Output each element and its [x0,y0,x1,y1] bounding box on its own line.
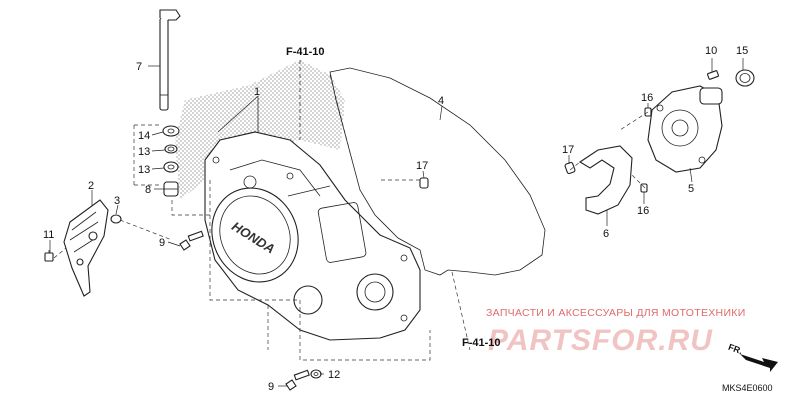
callout-15: 15 [736,45,748,57]
callout-6: 6 [603,228,609,240]
callout-7: 7 [136,61,142,73]
part-14-washer [162,125,180,137]
part-7-shaft [159,9,181,111]
callout-9-b: 9 [268,381,274,393]
callout-16-b: 16 [637,205,649,217]
callout-4: 4 [438,95,444,107]
callout-17-b: 17 [562,144,574,156]
part-9-bolt-b [285,369,310,391]
callout-14: 14 [138,130,150,142]
callouts: 7 1 2 3 11 14 13 13 8 9 4 17 17 6 5 10 1… [43,45,748,393]
ref-label-top: F-41-10 [286,46,325,58]
part-5-water-pump [647,85,723,173]
callout-11: 11 [43,229,54,241]
part-17-dowel-b [564,161,576,175]
part-15-oring [735,69,755,87]
callout-8: 8 [145,184,151,196]
watermark: ЗАПЧАСТИ И АКСЕССУАРЫ ДЛЯ МОТОТЕХНИКИ PA… [486,307,746,357]
callout-3: 3 [114,195,120,207]
part-13-oring-a [164,144,178,154]
callout-9-a: 9 [159,237,165,249]
callout-12: 12 [328,369,340,381]
callout-1: 1 [254,86,260,98]
part-11-bolt [44,250,54,262]
front-marker: FR. [727,342,778,372]
part-17-dowel-a [419,177,429,189]
watermark-text: ЗАПЧАСТИ И АКСЕССУАРЫ ДЛЯ МОТОТЕХНИКИ [486,307,746,319]
assembly-lines [53,60,649,361]
part-1-cover: HONDA [204,131,421,341]
callout-10: 10 [705,45,717,57]
callout-2: 2 [88,180,94,192]
diagram-code: MKS4E0600 [722,383,773,393]
part-2-guard [63,199,109,297]
part-12-washer [310,369,322,379]
shaded-area [175,60,345,200]
callout-13-b: 13 [138,164,150,176]
part-6-pump-gasket [578,145,633,215]
part-9-bolt-a [179,230,204,251]
part-10-bolt [707,70,719,80]
leader-lines [49,58,744,387]
watermark-logo: PARTSFOR.RU [488,324,713,357]
part-16-pin-b [640,183,648,193]
callout-13-a: 13 [138,146,150,158]
callout-17-a: 17 [416,160,428,172]
part-13-oring-b [163,161,179,173]
callout-5: 5 [688,183,694,195]
part-8-plug [163,181,179,197]
part-4-gasket [329,67,546,276]
front-arrow-icon [740,354,778,372]
callout-16-a: 16 [641,92,653,104]
part-3-collar [110,214,122,224]
ref-label-bottom: F-41-10 [462,337,501,349]
front-label: FR. [727,342,744,356]
